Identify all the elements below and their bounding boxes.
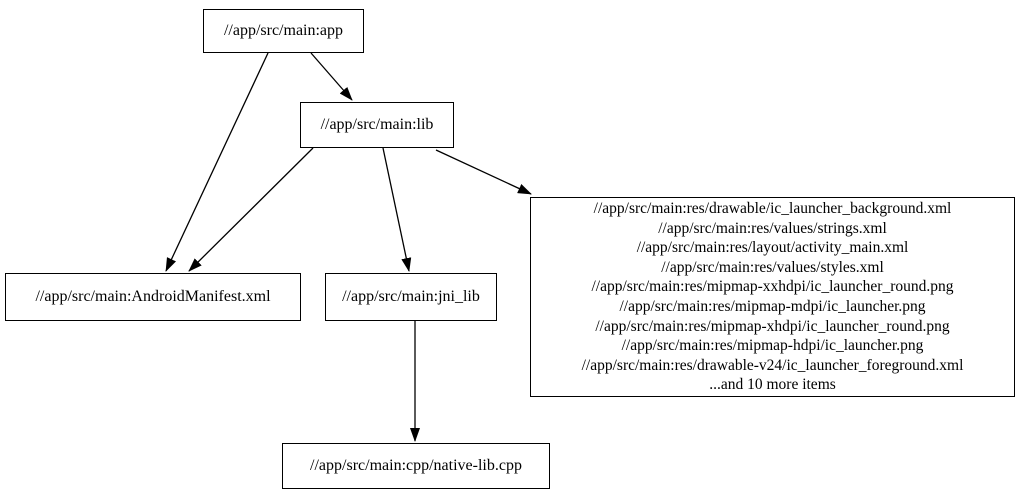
res-group-line: //app/src/main:res/values/strings.xml	[658, 219, 887, 237]
graph-node-android-manifest-label: //app/src/main:AndroidManifest.xml	[35, 288, 271, 305]
graph-node-res-group: //app/src/main:res/drawable/ic_launcher_…	[530, 197, 1015, 397]
res-group-line: //app/src/main:res/mipmap-xxhdpi/ic_laun…	[591, 278, 954, 296]
res-group-line: //app/src/main:res/layout/activity_main.…	[636, 239, 909, 257]
edge-app-to-lib	[310, 52, 353, 101]
graph-node-android-manifest: //app/src/main:AndroidManifest.xml	[5, 273, 301, 321]
res-group-line: //app/src/main:res/values/styles.xml	[661, 258, 884, 276]
graph-node-lib-label: //app/src/main:lib	[320, 116, 434, 133]
edge-lib-to-jni-lib	[382, 147, 412, 272]
graph-node-app-label: //app/src/main:app	[223, 22, 344, 39]
graph-node-native-lib-cpp: //app/src/main:cpp/native-lib.cpp	[282, 443, 550, 489]
edge-app-to-manifest	[165, 52, 269, 272]
graph-node-jni-lib-label: //app/src/main:jni_lib	[342, 288, 480, 305]
graph-node-app: //app/src/main:app	[203, 9, 364, 53]
res-group-line: //app/src/main:res/mipmap-xhdpi/ic_launc…	[595, 317, 950, 335]
res-group-line: //app/src/main:res/mipmap-hdpi/ic_launch…	[621, 337, 924, 355]
graph-node-native-lib-cpp-label: //app/src/main:cpp/native-lib.cpp	[310, 457, 522, 474]
res-group-line: //app/src/main:res/drawable-v24/ic_launc…	[581, 356, 964, 374]
graph-node-lib: //app/src/main:lib	[300, 102, 454, 148]
res-group-line: //app/src/main:res/mipmap-mdpi/ic_launch…	[619, 298, 926, 315]
edge-lib-to-manifest	[188, 147, 314, 272]
edge-lib-to-res-group	[435, 149, 532, 195]
res-group-more-items: ...and 10 more items	[709, 376, 836, 394]
graph-node-jni-lib: //app/src/main:jni_lib	[325, 273, 497, 321]
res-group-line: //app/src/main:res/drawable/ic_launcher_…	[593, 200, 952, 218]
